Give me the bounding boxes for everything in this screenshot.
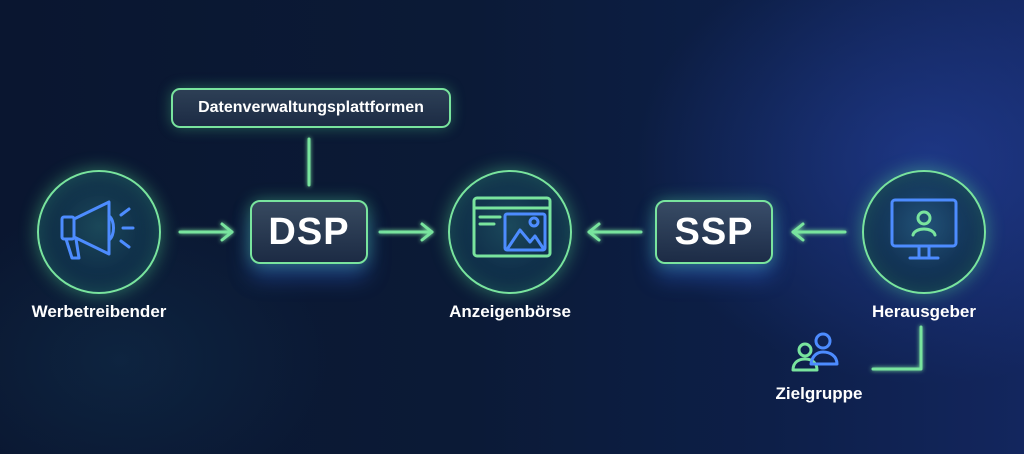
data-management-platform-box[interactable]: Datenverwaltungsplattformen [171,88,451,128]
monitor-user-icon [890,198,958,260]
dsp-label: DSP [268,210,350,253]
ad-exchange-label: Anzeigenbörse [449,302,571,321]
advertiser-node[interactable] [37,170,161,294]
ssp-box[interactable]: SSP [655,200,773,264]
arrow-dsp-to-exchange [378,222,434,242]
browser-image-icon [472,196,552,258]
publisher-node[interactable] [862,170,986,294]
arrow-advertiser-to-dsp [178,222,234,242]
ssp-label: SSP [674,210,754,253]
dmp-label: Datenverwaltungsplattformen [198,99,424,116]
arrow-publisher-to-ssp [791,222,847,242]
audience-label: Zielgruppe [775,384,863,403]
people-icon [791,332,839,372]
megaphone-icon [60,200,135,260]
publisher-label: Herausgeber [872,302,976,321]
line-audience-to-publisher [871,325,923,371]
advertiser-label: Werbetreibender [31,302,167,321]
ad-exchange-node[interactable] [448,170,572,294]
arrow-ssp-to-exchange [587,222,643,242]
dsp-box[interactable]: DSP [250,200,368,264]
